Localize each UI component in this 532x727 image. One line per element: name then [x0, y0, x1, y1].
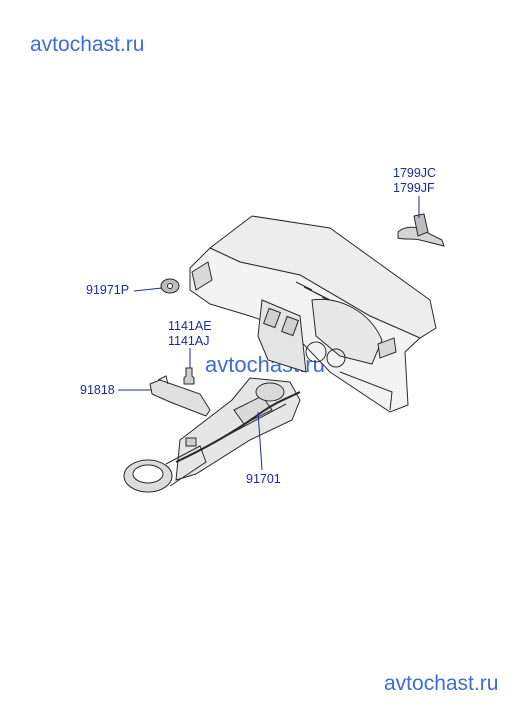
front-cupholder-inner	[132, 464, 164, 484]
label-91818: 91818	[80, 383, 115, 397]
clip-head	[413, 213, 429, 237]
label-91971p: 91971P	[86, 283, 130, 297]
right-vent	[377, 337, 397, 359]
wiring-harness	[175, 391, 301, 463]
console-arm	[165, 445, 207, 487]
label-1141ae: 1141AE	[168, 319, 212, 333]
watermark-bottom: avtochast.ru	[384, 672, 499, 695]
grommet-hole	[167, 283, 173, 289]
leader-harness	[257, 411, 263, 471]
center-vent-left	[262, 307, 282, 329]
instrument-cluster	[311, 298, 383, 365]
bracket-tab	[157, 375, 169, 385]
watermark-top: avtochast.ru	[30, 33, 145, 56]
dashboard-front-face	[189, 247, 421, 413]
bolt-part	[183, 367, 195, 385]
console-slot	[185, 437, 197, 447]
label-1799jf: 1799JF	[393, 181, 435, 195]
defrost-vent-1	[295, 281, 313, 291]
label-1799jc: 1799JC	[393, 166, 437, 180]
label-91701: 91701	[246, 472, 281, 486]
shifter-area	[233, 395, 273, 425]
gauge-right	[326, 348, 346, 368]
clip-part	[397, 226, 445, 247]
gauge-left	[305, 341, 327, 363]
label-1141aj: 1141AJ	[168, 334, 210, 348]
left-vent	[191, 261, 213, 291]
console-cupholder	[255, 382, 285, 402]
bracket-part	[149, 379, 211, 417]
lower-panel	[339, 371, 393, 411]
center-vent-right	[280, 315, 300, 337]
leader-grommet	[133, 287, 163, 292]
